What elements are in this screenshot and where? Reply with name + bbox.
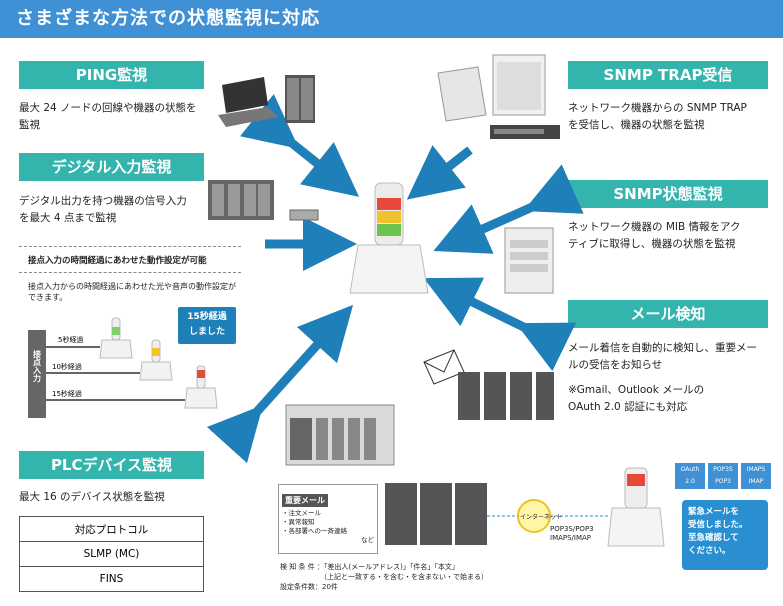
protocol-table: 対応プロトコル SLMP (MC) FINS [19, 516, 204, 592]
snmp-server-icon [504, 227, 554, 294]
ping-desc-line1: 最大 24 ノードの回線や機器の状態を [19, 102, 197, 114]
network-device-icon [492, 54, 546, 116]
tower-yellow-small [139, 339, 173, 381]
label-15s: 15秒経過 [52, 389, 82, 398]
arrow-ping [240, 94, 360, 197]
arrow-snmptrap [406, 145, 473, 200]
mail-desc-line2: ルの受信をお知らせ [568, 359, 663, 371]
io-unit-icon [289, 209, 319, 221]
snmptrap-desc-line1: ネットワーク機器からの SNMP TRAP [568, 102, 747, 114]
snmp-description: ネットワーク機器の MIB 情報をアク ティブに取得し、機器の状態を監視 [568, 219, 778, 253]
snmp-desc-line1: ネットワーク機器の MIB 情報をアク [568, 221, 741, 233]
page-title: さまざまな方法での状態監視に対応 [16, 8, 320, 29]
mail-desc-line1: メール着信を自動的に検知し、重要メー [568, 342, 757, 354]
cabinet-icon [208, 180, 274, 220]
digital-description: デジタル出力を持つ機器の信号入力 を最大 4 点まで監視 [19, 193, 239, 227]
badge-oauth: OAuth 2.0 [675, 463, 705, 489]
timer-divider-2 [19, 272, 241, 273]
protocol-label: POP3S/POP3 IMAPS/IMAP [550, 525, 594, 543]
list-item: ・各部署への一斉連絡 [282, 527, 347, 535]
list-item: ・注文メール [282, 509, 321, 517]
important-mail-title: 重要メール [282, 494, 328, 507]
mail-server-racks [458, 372, 554, 420]
table-cell: FINS [19, 566, 204, 592]
alert-line2: 受信しました。 [688, 520, 748, 530]
detection-conditions: 検 知 条 件 ：「差出人(メールアドレス)」「件名」「本文」 （上記と一致する… [280, 562, 488, 592]
badge-pop3: POP3S POP3 [708, 463, 738, 489]
label-10s: 10秒経過 [52, 362, 82, 371]
timer-text: 接点入力からの時間経過にあわせた光や音声の動作設定が できます。 [28, 281, 248, 303]
alert-tower-icon [607, 467, 665, 547]
center-signal-tower [349, 182, 429, 294]
alert-line3: 至急確認して [688, 533, 739, 543]
important-mail-items: ・注文メール ・異常報知 ・各部署への一斉連絡 など [282, 509, 374, 545]
timer-heading: 接点入力の時間経過にあわせた動作設定が可能 [28, 256, 207, 266]
mail-note-line2: OAuth 2.0 認証にも対応 [568, 401, 688, 413]
badge-imap: IMAPS IMAP [741, 463, 771, 489]
plc-device-icon [285, 404, 395, 466]
ping-description: 最大 24 ノードの回線や機器の状態を 監視 [19, 100, 239, 134]
arrows [206, 94, 584, 464]
mail-description: メール着信を自動的に検知し、重要メー ルの受信をお知らせ ※Gmail、Outl… [568, 340, 780, 416]
mail-title: メール検知 [568, 300, 768, 328]
alert-line1: 緊急メールを [688, 507, 740, 517]
plc-title: PLCデバイス監視 [19, 451, 204, 479]
server-rack-icon [285, 75, 315, 123]
table-header: 対応プロトコル [19, 516, 204, 542]
timer-text-line1: 接点入力からの時間経過にあわせた光や音声の動作設定が [28, 282, 236, 291]
bottom-server-racks [385, 483, 487, 545]
list-item: ・異常報知 [282, 518, 315, 526]
contact-input-bar [28, 330, 46, 418]
table-row: FINS [19, 566, 204, 592]
internet-label: インターネット [520, 514, 563, 521]
list-item: など [361, 536, 374, 544]
timer-diagram: 接点入力 5秒経過 10秒経過 15秒経過 [28, 317, 218, 418]
arrow-snmp [433, 164, 584, 254]
timer-text-line2: できます。 [28, 293, 68, 302]
switch-icon [490, 125, 560, 139]
snmp-title: SNMP状態監視 [568, 180, 768, 208]
conditions-line2: （上記と一致する・を含む・を含まない・で始まる） [320, 573, 488, 581]
ping-desc-line2: 監視 [19, 119, 40, 131]
arrow-mail [423, 277, 577, 372]
snmp-desc-line2: ティブに取得し、機器の状態を監視 [568, 238, 736, 250]
tower-green-small [99, 317, 133, 359]
ping-title: PING監視 [19, 61, 204, 89]
arrow-plc [206, 304, 354, 464]
page-title-banner: さまざまな方法での状態監視に対応 [0, 0, 783, 38]
alert-line4: ください。 [688, 546, 731, 556]
digital-desc-line1: デジタル出力を持つ機器の信号入力 [19, 195, 187, 207]
mail-note-line1: ※Gmail、Outlook メールの [568, 384, 705, 396]
pc-tower-icon [437, 66, 487, 122]
table-header-row: 対応プロトコル [19, 516, 204, 542]
timer-divider [19, 246, 241, 247]
laptop-icon [218, 77, 278, 127]
important-mail-box: 重要メール ・注文メール ・異常報知 ・各部署への一斉連絡 など [278, 484, 378, 554]
snmptrap-description: ネットワーク機器からの SNMP TRAP を受信し、機器の状態を監視 [568, 100, 778, 134]
digital-title: デジタル入力監視 [19, 153, 204, 181]
plc-description: 最大 16 のデバイス状態を監視 [19, 491, 165, 503]
digital-desc-line2: を最大 4 点まで監視 [19, 212, 117, 224]
alert-message: 緊急メールを 受信しました。 至急確認して ください。 [682, 500, 768, 570]
contact-input-label: 接点入力 [33, 349, 42, 383]
conditions-line3: 設定条件数：20件 [280, 583, 338, 591]
snmptrap-title: SNMP TRAP受信 [568, 61, 768, 89]
label-5s: 5秒経過 [58, 335, 83, 344]
conditions-line1: 検 知 条 件 ：「差出人(メールアドレス)」「件名」「本文」 [280, 563, 459, 571]
protocol-line2: IMAPS/IMAP [550, 534, 592, 542]
snmptrap-desc-line2: を受信し、機器の状態を監視 [568, 119, 705, 131]
protocol-line1: POP3S/POP3 [550, 525, 594, 533]
